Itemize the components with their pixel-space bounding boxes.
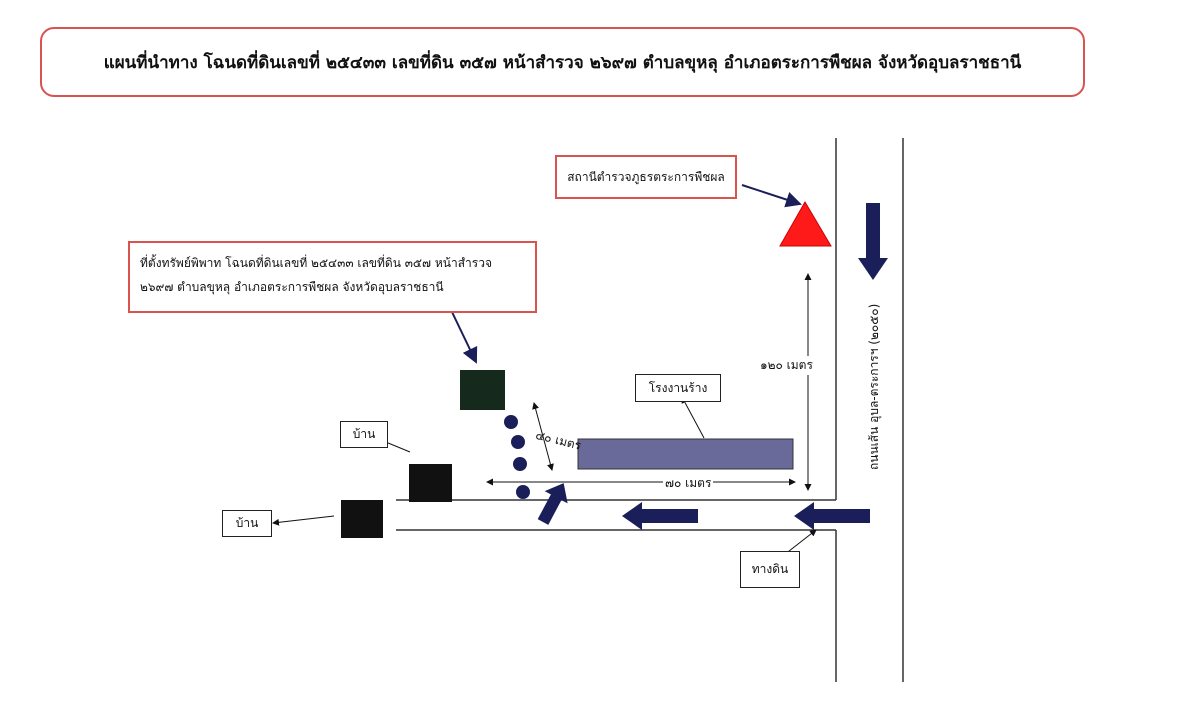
- house-label-box-2: บ้าน: [222, 510, 272, 537]
- disputed-property-building: [460, 370, 505, 410]
- house-label-1: บ้าน: [352, 427, 376, 441]
- turn-in-arrow: [537, 483, 568, 525]
- property-label-line-2: ๒๖๙๗ ตำบลขุหลุ อำเภอตระการพืชผล จังหวัดอ…: [140, 280, 444, 294]
- house-label-2: บ้าน: [235, 516, 259, 530]
- property-label-pointer: [451, 311, 478, 364]
- dirt-road-label: ทางดิน: [751, 562, 789, 576]
- police-station-marker: [779, 201, 832, 247]
- path-dot: [516, 485, 530, 499]
- house-building-2: [341, 500, 383, 538]
- house-2-pointer: [272, 515, 335, 526]
- police-station-label-box: สถานีตำรวจภูธรตระการพืชผล: [555, 155, 737, 199]
- factory-pointer: [681, 396, 705, 439]
- factory-label: โรงงานร้าง: [648, 380, 708, 395]
- property-label-box: ที่ตั้งทรัพย์พิพาท โฉนดที่ดินเลขที่ ๒๕๔๓…: [128, 241, 537, 313]
- factory-label-box: โรงงานร้าง: [635, 374, 721, 402]
- house-label-box-1: บ้าน: [340, 421, 388, 448]
- map-title-box: แผนที่นำทาง โฉนดที่ดินเลขที่ ๒๕๔๓๓ เลขที…: [40, 27, 1085, 97]
- path-dot: [513, 457, 527, 471]
- distance-120m-label: ๑๒๐ เมตร: [760, 356, 813, 375]
- highway-direction-arrow: [858, 203, 888, 280]
- path-dot: [511, 435, 525, 449]
- dirt-road-label-box: ทางดิน: [740, 551, 800, 588]
- distance-40m-arrow: [532, 402, 554, 471]
- highway-label: ถนนเส้น อุบล-ตระการฯ (๒๐๕๐): [867, 304, 882, 470]
- house-building-1: [409, 464, 452, 502]
- police-label-pointer: [741, 184, 802, 208]
- distance-70m-label: ๗๐ เมตร: [663, 474, 714, 493]
- path-dot: [504, 415, 518, 429]
- road-direction-arrow-middle: [622, 502, 698, 530]
- abandoned-factory-building: [577, 438, 794, 470]
- police-station-label: สถานีตำรวจภูธรตระการพืชผล: [567, 169, 725, 184]
- road-direction-arrow-right: [794, 502, 870, 530]
- property-label-line-1: ที่ตั้งทรัพย์พิพาท โฉนดที่ดินเลขที่ ๒๕๔๓…: [140, 256, 492, 270]
- map-title: แผนที่นำทาง โฉนดที่ดินเลขที่ ๒๕๔๓๓ เลขที…: [103, 52, 1022, 73]
